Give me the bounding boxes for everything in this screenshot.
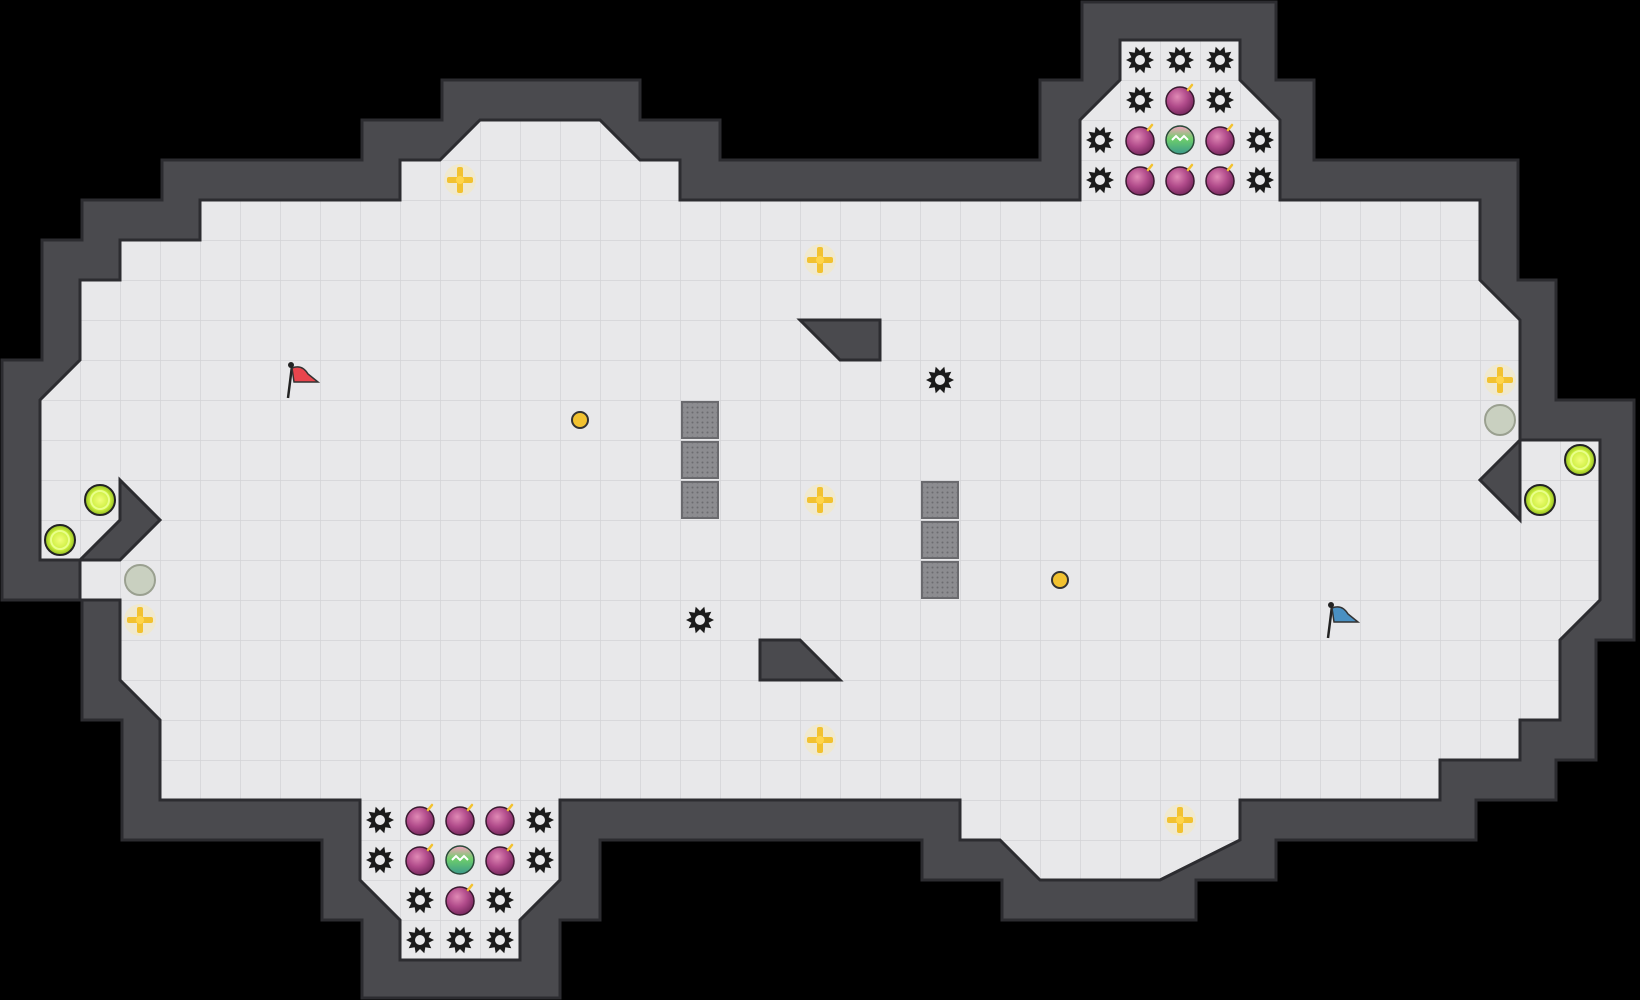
- boost-icon: [804, 484, 836, 516]
- button-icon[interactable]: [1051, 571, 1069, 589]
- gate-icon: [921, 521, 959, 559]
- bomb-icon: [485, 843, 515, 876]
- spike-icon: [406, 886, 434, 914]
- boost-icon: [1484, 364, 1516, 396]
- spike-icon: [1166, 46, 1194, 74]
- spike-icon: [686, 606, 714, 634]
- bomb-icon: [405, 843, 435, 876]
- gate-icon: [921, 481, 959, 519]
- portal-icon: [1564, 444, 1596, 476]
- spike-icon: [486, 926, 514, 954]
- bomb-icon: [1125, 123, 1155, 156]
- bomb-icon: [1125, 163, 1155, 196]
- portal-icon: [1524, 484, 1556, 516]
- bomb-icon: [485, 803, 515, 836]
- spike-icon: [446, 926, 474, 954]
- spike-icon: [1246, 126, 1274, 154]
- boost-icon: [804, 244, 836, 276]
- spike-icon: [1126, 46, 1154, 74]
- spike-icon: [366, 846, 394, 874]
- bomb-icon: [1205, 163, 1235, 196]
- button-icon[interactable]: [571, 411, 589, 429]
- spike-icon: [1086, 126, 1114, 154]
- portal-icon: [124, 564, 156, 596]
- spike-icon: [1206, 46, 1234, 74]
- spike-icon: [1086, 166, 1114, 194]
- spike-icon: [526, 806, 554, 834]
- powerup-icon: [1165, 125, 1195, 155]
- wall-wedge: [796, 318, 882, 362]
- spike-icon: [366, 806, 394, 834]
- boost-icon: [1164, 804, 1196, 836]
- spike-icon: [926, 366, 954, 394]
- wall-wedge: [758, 638, 844, 682]
- spike-icon: [1206, 86, 1234, 114]
- boost-icon: [124, 604, 156, 636]
- powerup-icon: [445, 845, 475, 875]
- spike-icon: [1126, 86, 1154, 114]
- wall-wedge: [76, 476, 163, 562]
- boost-icon: [804, 724, 836, 756]
- bomb-icon: [445, 883, 475, 916]
- portal-icon: [84, 484, 116, 516]
- blue-flag-icon: [1326, 602, 1361, 639]
- boost-icon: [444, 164, 476, 196]
- spike-icon: [1246, 166, 1274, 194]
- wall-wedge: [1477, 436, 1522, 524]
- spike-icon: [486, 886, 514, 914]
- portal-icon: [44, 524, 76, 556]
- spike-icon: [406, 926, 434, 954]
- bomb-icon: [1205, 123, 1235, 156]
- gate-icon: [921, 561, 959, 599]
- portal-icon: [1484, 404, 1516, 436]
- gate-icon: [681, 441, 719, 479]
- bomb-icon: [1165, 163, 1195, 196]
- spike-icon: [526, 846, 554, 874]
- bomb-icon: [405, 803, 435, 836]
- gate-icon: [681, 401, 719, 439]
- red-flag-icon: [286, 362, 321, 399]
- bomb-icon: [1165, 83, 1195, 116]
- bomb-icon: [445, 803, 475, 836]
- entity-layer: [44, 46, 1596, 954]
- gate-icon: [681, 481, 719, 519]
